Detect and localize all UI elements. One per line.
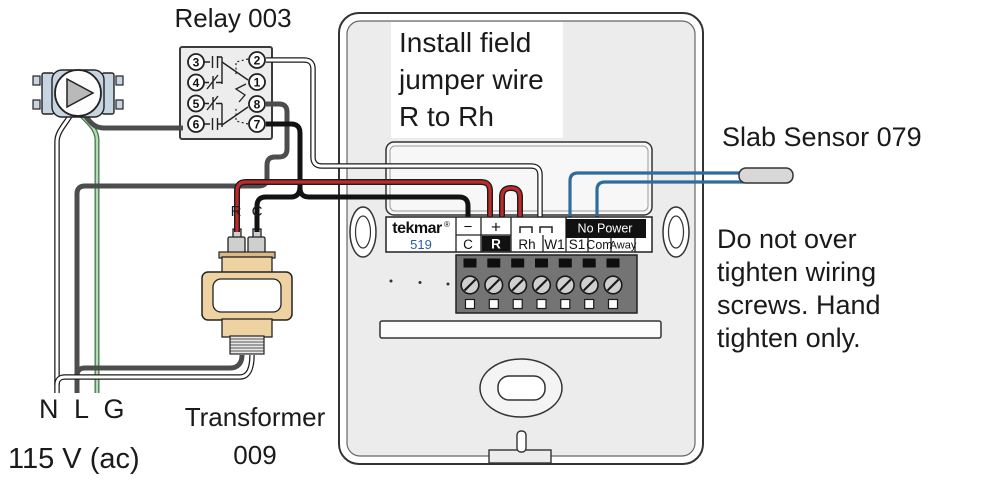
relay-terminal-1-label: 1 — [254, 76, 261, 90]
power-wires — [54, 101, 290, 393]
pump-bolt — [32, 75, 41, 86]
relay-terminal-3-label: 3 — [193, 56, 200, 70]
dry-contact-icon — [519, 226, 553, 233]
terminal-s1: S1 — [569, 237, 586, 252]
relay-terminal-2-label: 2 — [254, 54, 261, 68]
screw-slots — [463, 278, 620, 292]
wire-neutral — [55, 115, 72, 393]
relay-terminal-1 — [248, 73, 266, 91]
pump-icon — [32, 69, 124, 118]
no-power-bar — [566, 219, 646, 238]
transformer-icon — [201, 228, 293, 355]
relay-terminal-4-label: 4 — [193, 76, 200, 90]
wire-common-black-branch — [254, 185, 303, 232]
wire-common-black — [266, 121, 471, 224]
wire-sensor-com — [595, 180, 744, 224]
relay-box — [179, 46, 273, 140]
transformer-terminal-r-label: R — [230, 203, 242, 220]
thermostat-small-slot — [516, 430, 527, 453]
minus-symbol: − — [464, 219, 473, 236]
model-number: 519 — [410, 237, 432, 252]
wire-neutral-casing — [54, 114, 73, 393]
terminal-strip-slots — [463, 258, 620, 268]
mount-hole-right-inner — [667, 215, 685, 249]
thermostat-oval-window — [497, 375, 546, 401]
relay-terminal-2 — [248, 51, 266, 69]
relay-terminal-3 — [187, 53, 205, 71]
pump-bolt — [115, 75, 124, 86]
relay-terminal-8 — [248, 95, 266, 113]
thermostat-wires — [234, 57, 744, 232]
wire-white — [266, 58, 542, 224]
wire-line-relay — [74, 101, 290, 393]
voltage-label: 115 V (ac) — [8, 443, 140, 475]
terminal-c: C — [463, 237, 473, 252]
relay-terminal-6-label: 6 — [193, 118, 200, 132]
brand-logo: tekmar — [392, 220, 442, 237]
relay-terminal-8-label: 8 — [254, 98, 261, 112]
wire-sensor-s1 — [568, 171, 744, 224]
terminal-strip-windows — [464, 298, 619, 310]
terminal-screws — [460, 275, 623, 295]
transformer-post-r — [227, 236, 246, 254]
warning-text: Do not over tighten wiring screws. Hand … — [717, 224, 881, 353]
terminal-r: R — [491, 237, 501, 252]
transformer-terminal-c-label: C — [251, 203, 263, 220]
relay-terminal-6 — [187, 115, 205, 133]
wire-transformer-neutral — [55, 354, 254, 386]
terminal-away: Away — [610, 240, 637, 252]
pump-bolt — [32, 99, 41, 110]
transformer-window — [212, 278, 282, 313]
thermostat-slot-bar — [379, 320, 662, 339]
slab-sensor-probe — [738, 167, 794, 184]
pcb-dots — [389, 279, 450, 286]
terminal-strip — [389, 254, 638, 314]
mount-hole-left — [349, 206, 377, 258]
wire-red — [235, 180, 492, 232]
relay-terminal-5-label: 5 — [193, 97, 200, 111]
terminal-label-row: tekmar ® 519 − + No Power C R Rh W1 S1 C… — [385, 216, 653, 253]
terminal-com: Com — [586, 238, 612, 252]
relay-contacts — [204, 56, 249, 130]
terminal-rh: Rh — [518, 237, 535, 252]
transformer-lower-block — [221, 318, 273, 338]
transformer-label: Transformer 009 — [184, 402, 326, 470]
mount-hole-right — [662, 206, 690, 258]
no-power-label: No Power — [578, 222, 633, 236]
transformer-post-c — [247, 236, 266, 254]
pump-bolt — [115, 99, 124, 110]
plus-symbol: + — [491, 218, 501, 237]
slab-sensor-label: Slab Sensor 079 — [722, 122, 922, 152]
install-note: Install field jumper wire R to Rh — [391, 22, 563, 138]
wire-transformer-line — [74, 354, 245, 377]
transformer-upper-block — [221, 256, 273, 274]
terminal-r-highlight — [481, 235, 511, 252]
wire-jumper-red — [500, 186, 522, 224]
wire-ground-casing — [80, 114, 100, 393]
relay-label: Relay 003 — [174, 3, 292, 33]
pump-impeller — [66, 77, 95, 109]
registered-mark: ® — [444, 220, 450, 229]
terminal-w1: W1 — [544, 237, 564, 252]
relay-terminal-7 — [248, 115, 266, 133]
relay-terminal-5 — [187, 94, 205, 113]
relay-terminal-7-label: 7 — [254, 118, 261, 132]
relay-terminal-4 — [187, 73, 205, 92]
mount-hole-left-inner — [354, 215, 372, 249]
transformer-nipple — [229, 335, 265, 355]
power-lines-label: N L G — [39, 394, 129, 424]
relay-terminals: 3 4 5 6 2 1 8 7 — [187, 51, 266, 133]
relay-outline — [179, 46, 273, 140]
